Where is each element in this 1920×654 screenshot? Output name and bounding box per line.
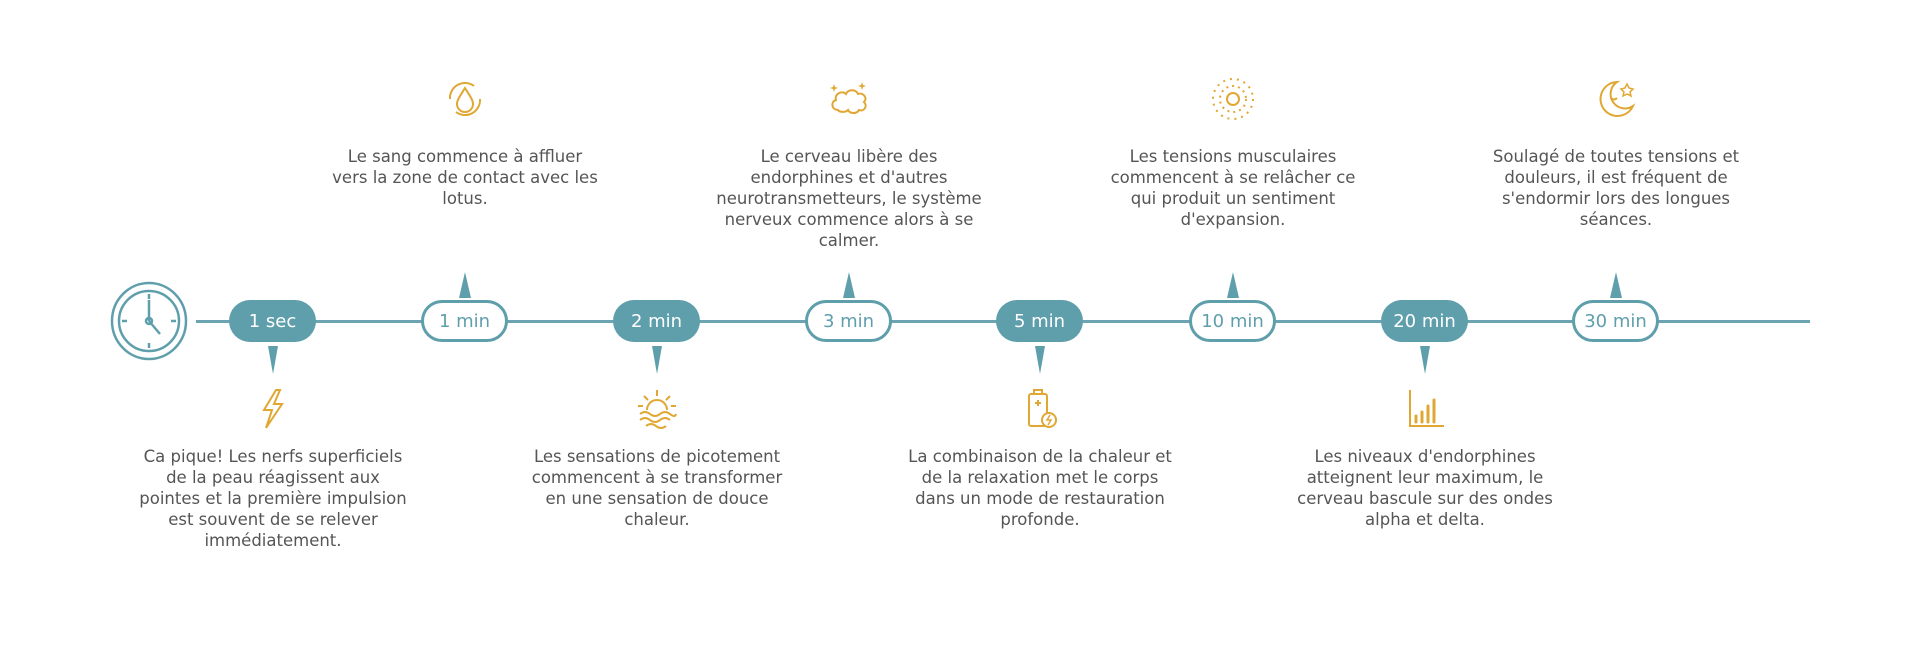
time-marker-5-min: 5 min <box>996 300 1083 342</box>
clock-icon <box>108 280 190 362</box>
bar-chart-rising-icon <box>1402 386 1448 432</box>
stage-description: Ca pique! Les nerfs superficiels de la p… <box>139 447 407 550</box>
time-marker-3-min: 3 min <box>805 300 892 342</box>
stage-description: Les sensations de picotement commencent … <box>531 447 783 529</box>
pointer-triangle <box>459 272 471 298</box>
pointer-triangle <box>1610 272 1622 298</box>
stage-description: Les tensions musculaires commencent à se… <box>1110 147 1356 229</box>
stage-description: Le sang commence à affluer vers la zone … <box>332 147 598 208</box>
pointer-triangle <box>1227 272 1239 298</box>
brain-sparkle-icon <box>826 76 872 122</box>
moon-star-sleep-icon <box>1593 76 1639 122</box>
expansion-dots-icon <box>1210 76 1256 122</box>
pointer-triangle <box>1420 346 1430 374</box>
time-marker-10-min: 10 min <box>1189 300 1276 342</box>
battery-charging-icon <box>1017 386 1063 432</box>
pointer-triangle <box>652 346 662 374</box>
pointer-triangle <box>1035 346 1045 374</box>
time-marker-2-min: 2 min <box>613 300 700 342</box>
time-marker-1-min: 1 min <box>421 300 508 342</box>
time-marker-1-sec: 1 sec <box>229 300 316 342</box>
pointer-triangle <box>268 346 278 374</box>
lightning-icon <box>250 386 296 432</box>
time-marker-30-min: 30 min <box>1572 300 1659 342</box>
stage-description: Le cerveau libère des endorphines et d'a… <box>716 147 982 250</box>
pointer-triangle <box>843 272 855 298</box>
sunset-waves-icon <box>634 386 680 432</box>
stage-description: La combinaison de la chaleur et de la re… <box>908 447 1172 529</box>
blood-drop-cycle-icon <box>442 76 488 122</box>
stage-description: Les niveaux d'endorphines atteignent leu… <box>1297 447 1553 529</box>
stage-description: Soulagé de toutes tensions et douleurs, … <box>1492 147 1740 229</box>
time-marker-20-min: 20 min <box>1381 300 1468 342</box>
